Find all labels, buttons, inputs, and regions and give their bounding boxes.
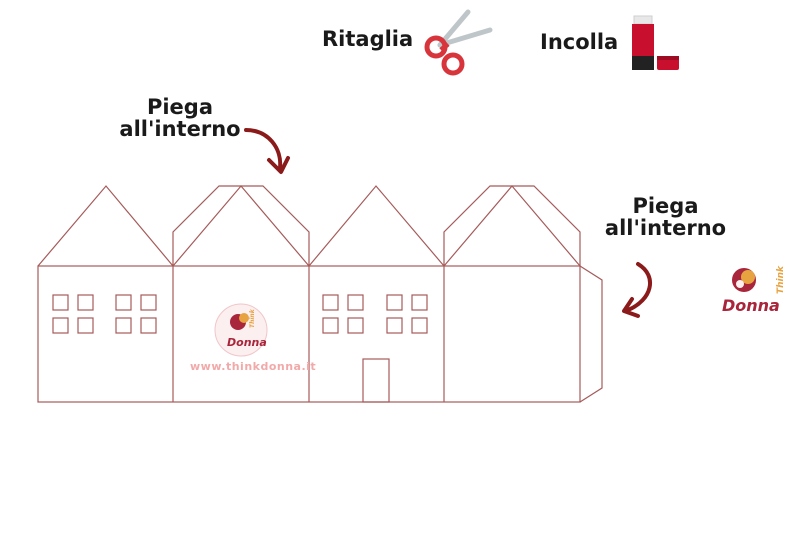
logo-think-center: Think <box>249 308 256 328</box>
logo-brand: Donna <box>722 296 780 315</box>
logo-brand-center: Donna <box>227 336 267 349</box>
fold-inward-label-left-text: Piega all'interno <box>119 95 241 142</box>
cut-label: Ritaglia <box>322 27 414 51</box>
fold-inward-label-left: Piega all'interno <box>110 96 250 140</box>
curved-arrow-icon <box>244 128 290 174</box>
glue-label: Incolla <box>540 30 619 54</box>
woman-profile-icon <box>732 268 756 292</box>
scissors-icon <box>424 9 493 76</box>
website-watermark: www.thinkdonna.it <box>190 360 317 373</box>
fold-inward-label-right-text: Piega all'interno <box>604 194 727 241</box>
glue-stick-icon <box>632 15 679 70</box>
house-outline <box>37 185 603 403</box>
curved-arrow-icon <box>622 262 652 318</box>
think-donna-logo-center: Donna Think <box>214 303 268 357</box>
think-donna-logo: Donna Think <box>716 264 786 320</box>
windows <box>52 294 428 403</box>
fold-inward-label-right: Piega all'interno <box>598 195 733 239</box>
door <box>362 358 390 403</box>
logo-think: Think <box>776 265 786 294</box>
